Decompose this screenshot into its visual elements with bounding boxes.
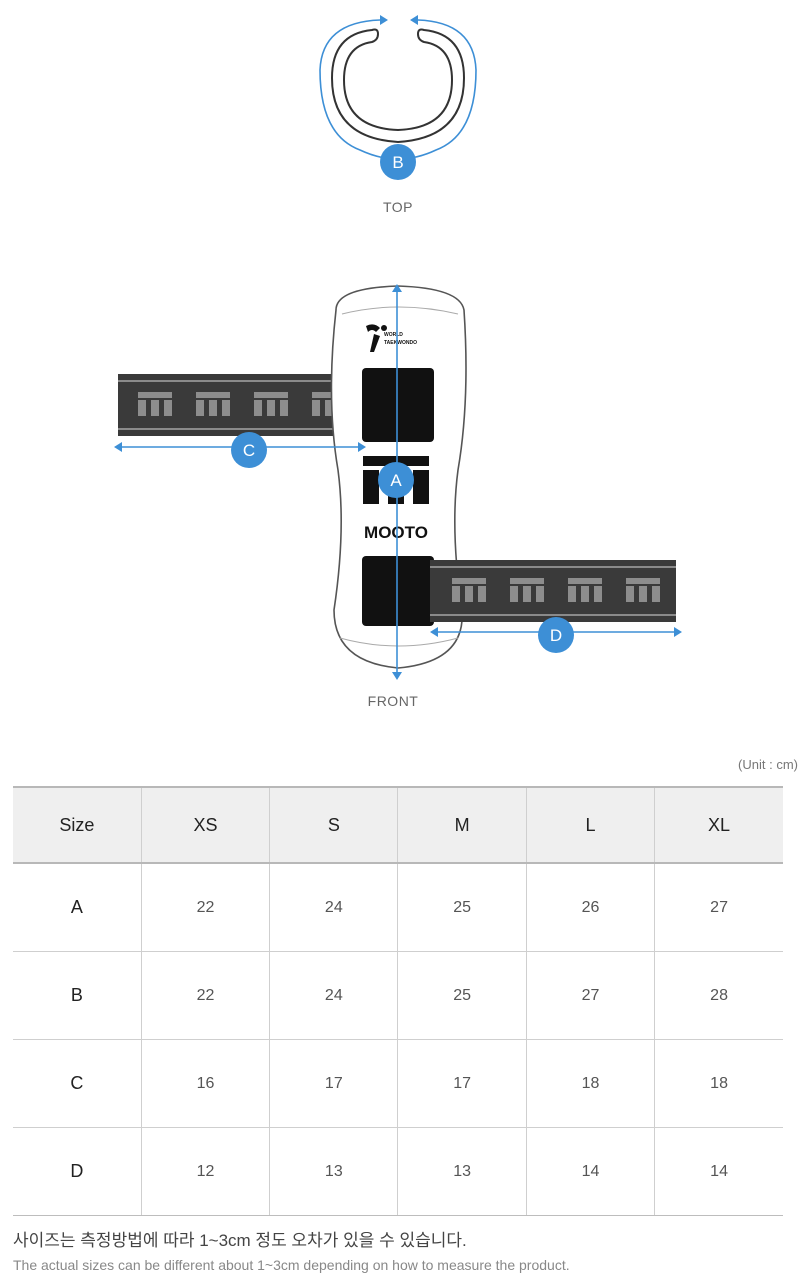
- table-cell: 12: [140, 1127, 271, 1216]
- row-label: C: [13, 1039, 142, 1128]
- table-cell: 27: [525, 951, 656, 1040]
- header-cell: S: [269, 786, 399, 864]
- table-row: A 22 24 25 26 27: [13, 862, 783, 952]
- arrow-head-left: [380, 15, 388, 25]
- table-cell: 13: [397, 1127, 527, 1216]
- note-korean: 사이즈는 측정방법에 따라 1~3cm 정도 오차가 있을 수 있습니다.: [13, 1231, 467, 1250]
- row-label: D: [13, 1127, 142, 1216]
- table-cell: 14: [525, 1127, 656, 1216]
- table-cell: 18: [654, 1039, 783, 1128]
- header-cell: L: [525, 786, 656, 864]
- front-view-caption: FRONT: [367, 693, 419, 709]
- table-cell: 25: [397, 862, 527, 952]
- table-cell: 26: [525, 862, 656, 952]
- marker-b: [380, 144, 416, 180]
- header-cell: XS: [140, 786, 271, 864]
- table-row: B 22 24 25 27 28: [13, 951, 783, 1040]
- arrow-head-right: [410, 15, 418, 25]
- strap-right-logos: [452, 578, 660, 602]
- row-label: A: [13, 862, 142, 952]
- marker-c: [231, 432, 267, 468]
- header-cell: XL: [654, 786, 783, 864]
- table-cell: 16: [140, 1039, 271, 1128]
- table-cell: 14: [654, 1127, 783, 1216]
- table-cell: 13: [269, 1127, 399, 1216]
- table-cell: 28: [654, 951, 783, 1040]
- marker-a-label: A: [390, 471, 402, 490]
- marker-b-label: B: [392, 153, 403, 172]
- table-cell: 17: [397, 1039, 527, 1128]
- top-view-caption: TOP: [382, 199, 414, 215]
- marker-d-label: D: [550, 626, 562, 645]
- front-view-diagram: WORLD TAEKWONDO MOOTO A C D: [114, 284, 682, 680]
- table-cell: 24: [269, 951, 399, 1040]
- table-cell: 22: [140, 862, 271, 952]
- size-table: Size XS S M L XL A 22 24 25 26 27 B 22 2…: [13, 786, 783, 1216]
- table-header-row: Size XS S M L XL: [13, 786, 783, 864]
- table-cell: 22: [140, 951, 271, 1040]
- pad-top: [362, 368, 434, 442]
- marker-a: [378, 462, 414, 498]
- table-cell: 27: [654, 862, 783, 952]
- top-view-diagram: B: [319, 15, 477, 180]
- header-cell: Size: [13, 786, 142, 864]
- header-cell: M: [397, 786, 527, 864]
- note-english: The actual sizes can be different about …: [13, 1257, 570, 1273]
- table-cell: 18: [525, 1039, 656, 1128]
- world-taekwondo-logo: [366, 324, 387, 352]
- table-row: C 16 17 17 18 18: [13, 1039, 783, 1128]
- logo-text-line2: TAEKWONDO: [384, 340, 417, 346]
- logo-text-line1: WORLD: [384, 332, 403, 338]
- pad-bottom: [362, 556, 434, 626]
- marker-c-label: C: [243, 441, 255, 460]
- marker-d: [538, 617, 574, 653]
- table-cell: 25: [397, 951, 527, 1040]
- unit-label: (Unit : cm): [738, 757, 798, 772]
- row-label: B: [13, 951, 142, 1040]
- guard-top-outline: [330, 28, 466, 144]
- brand-name: MOOTO: [364, 523, 428, 542]
- table-row: D 12 13 13 14 14: [13, 1127, 783, 1216]
- table-cell: 24: [269, 862, 399, 952]
- table-cell: 17: [269, 1039, 399, 1128]
